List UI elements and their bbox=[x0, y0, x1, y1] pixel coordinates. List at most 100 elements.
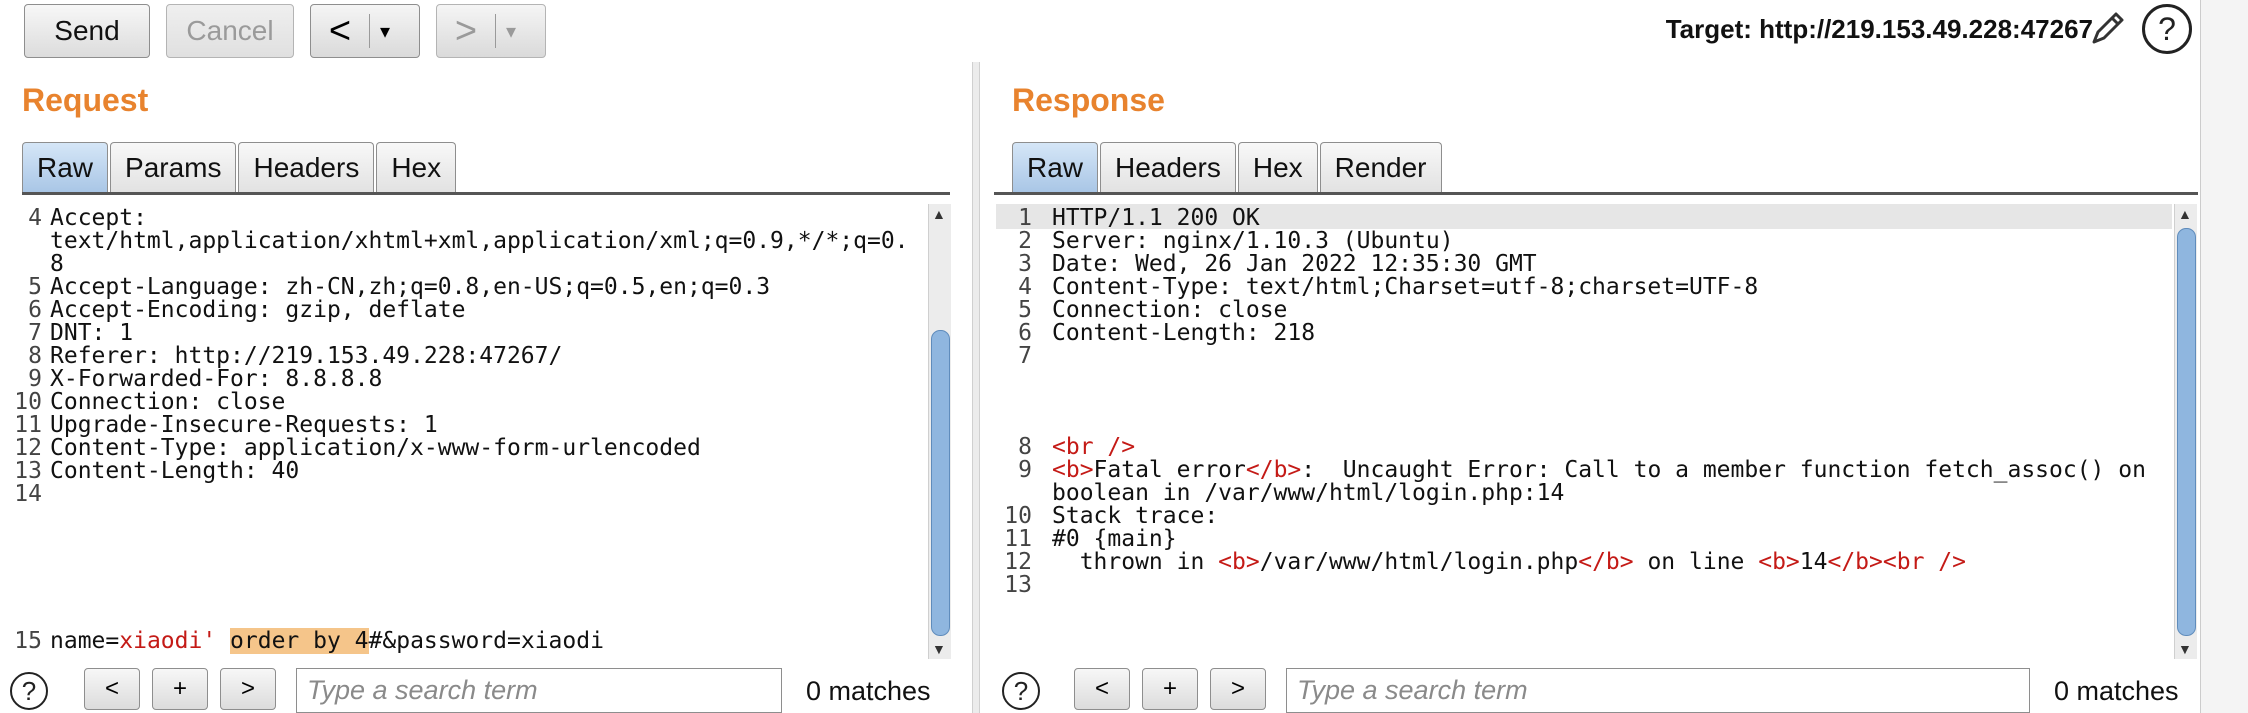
text: Fatal error bbox=[1093, 457, 1246, 483]
tab-params[interactable]: Params bbox=[110, 142, 237, 192]
request-scrollbar[interactable]: ▲ ▼ bbox=[928, 204, 951, 659]
tab-raw[interactable]: Raw bbox=[1012, 142, 1099, 192]
request-help-icon[interactable]: ? bbox=[10, 672, 48, 710]
response-line-10: Stack trace: bbox=[1052, 503, 1219, 529]
response-line: Date: Wed, 26 Jan 2022 12:35:30 GMT bbox=[1052, 251, 1537, 277]
scroll-down-icon[interactable]: ▼ bbox=[2178, 641, 2192, 657]
param-rest: #&password=xiaodi bbox=[368, 628, 604, 654]
response-line-11: #0 {main} bbox=[1052, 526, 1177, 552]
split-pane-divider[interactable] bbox=[972, 62, 980, 713]
request-line: Connection: close bbox=[50, 389, 286, 415]
line-number: 11 bbox=[1004, 526, 1032, 552]
html-tag: <b> bbox=[1218, 549, 1260, 575]
chevron-down-icon[interactable]: ▾ bbox=[379, 20, 391, 43]
chevron-down-icon[interactable]: ▾ bbox=[505, 20, 517, 43]
line-number: 12 bbox=[1004, 549, 1032, 575]
send-button[interactable]: Send bbox=[24, 4, 150, 58]
line-number: 8 bbox=[28, 343, 42, 369]
response-line: Server: nginx/1.10.3 (Ubuntu) bbox=[1052, 228, 1454, 254]
request-line: X-Forwarded-For: 8.8.8.8 bbox=[50, 366, 383, 392]
request-line: Referer: http://219.153.49.228:47267/ bbox=[50, 343, 563, 369]
response-title: Response bbox=[1012, 82, 1165, 118]
tab-render[interactable]: Render bbox=[1319, 142, 1442, 192]
line-number: 4 bbox=[28, 205, 42, 231]
tab-headers[interactable]: Headers bbox=[238, 142, 375, 192]
tab-underline bbox=[994, 192, 2198, 195]
line-number: 5 bbox=[28, 274, 42, 300]
response-search-input[interactable]: Type a search term bbox=[1286, 668, 2030, 713]
response-search-next-button[interactable]: > bbox=[1210, 668, 1266, 710]
forward-history-button[interactable]: > ▾ bbox=[436, 4, 546, 58]
text: on line bbox=[1633, 549, 1759, 575]
current-line-highlight bbox=[996, 204, 2172, 229]
response-line: Connection: close bbox=[1052, 297, 1288, 323]
response-help-icon[interactable]: ? bbox=[1002, 672, 1040, 710]
line-number: 13 bbox=[1004, 572, 1032, 598]
request-line: Upgrade-Insecure-Requests: 1 bbox=[50, 412, 438, 438]
response-line: Content-Length: 218 bbox=[1052, 320, 1316, 346]
help-icon[interactable]: ? bbox=[2142, 4, 2192, 54]
back-arrow-icon: < bbox=[328, 10, 352, 52]
line-number: 6 bbox=[1018, 320, 1032, 346]
response-line-8: <br /> bbox=[1052, 434, 1136, 460]
line-number: 10 bbox=[14, 389, 42, 415]
scroll-thumb[interactable] bbox=[2177, 228, 2196, 636]
tab-headers[interactable]: Headers bbox=[1100, 142, 1236, 192]
request-line: Accept: bbox=[50, 205, 147, 231]
response-line-12: thrown in <b>/var/www/html/login.php</b>… bbox=[1052, 549, 1966, 575]
line-number: 5 bbox=[1018, 297, 1032, 323]
html-tag: <br /> bbox=[1882, 549, 1966, 575]
request-search-add-button[interactable]: + bbox=[152, 668, 208, 710]
line-number: 3 bbox=[1018, 251, 1032, 277]
line-number: 7 bbox=[28, 320, 42, 346]
pencil-icon[interactable] bbox=[2086, 6, 2130, 50]
request-body-line: name=xiaodi' order by 4#&password=xiaodi bbox=[50, 628, 604, 654]
tab-raw[interactable]: Raw bbox=[22, 142, 109, 192]
html-tag: <b> bbox=[1052, 457, 1094, 483]
request-search-next-button[interactable]: > bbox=[220, 668, 276, 710]
html-tag: </b> bbox=[1245, 457, 1302, 483]
response-matches-count: 0 matches bbox=[2054, 676, 2179, 706]
request-line: Accept-Language: zh-CN,zh;q=0.8,en-US;q=… bbox=[50, 274, 771, 300]
line-number: 13 bbox=[14, 458, 42, 484]
scroll-down-icon[interactable]: ▼ bbox=[932, 641, 946, 657]
request-search-prev-button[interactable]: < bbox=[84, 668, 140, 710]
line-number: 6 bbox=[28, 297, 42, 323]
line-number: 15 bbox=[14, 628, 42, 654]
back-history-button[interactable]: < ▾ bbox=[310, 4, 420, 58]
button-separator bbox=[369, 14, 370, 48]
text: 14 bbox=[1799, 549, 1828, 575]
line-number: 7 bbox=[1018, 343, 1032, 369]
text: thrown in bbox=[1052, 549, 1219, 575]
scroll-thumb[interactable] bbox=[931, 330, 950, 636]
tab-hex[interactable]: Hex bbox=[376, 142, 457, 192]
line-number: 10 bbox=[1004, 503, 1032, 529]
response-line-9-wrap: boolean in /var/www/html/login.php:14 bbox=[1052, 480, 1565, 506]
line-number: 8 bbox=[1018, 434, 1032, 460]
forward-arrow-icon: > bbox=[454, 10, 478, 52]
response-search-prev-button[interactable]: < bbox=[1074, 668, 1130, 710]
text: : Uncaught Error: Call to a member funct… bbox=[1301, 457, 2146, 483]
response-search-add-button[interactable]: + bbox=[1142, 668, 1198, 710]
line-number: 4 bbox=[1018, 274, 1032, 300]
param-name: name= bbox=[50, 628, 120, 654]
response-line: Content-Type: text/html;Charset=utf-8;ch… bbox=[1052, 274, 1759, 300]
request-line: Content-Length: 40 bbox=[50, 458, 300, 484]
request-matches-count: 0 matches bbox=[806, 676, 931, 706]
request-line: Content-Type: application/x-www-form-url… bbox=[50, 435, 701, 461]
line-number: 11 bbox=[14, 412, 42, 438]
line-number: 12 bbox=[14, 435, 42, 461]
line-number: 9 bbox=[28, 366, 42, 392]
target-label: Target: http://219.153.49.228:47267 bbox=[1665, 14, 2093, 44]
param-value: xiaodi' bbox=[119, 628, 217, 654]
html-tag: </b> bbox=[1827, 549, 1883, 575]
response-scrollbar[interactable]: ▲ ▼ bbox=[2174, 204, 2197, 659]
tab-hex[interactable]: Hex bbox=[1237, 142, 1318, 192]
scroll-up-icon[interactable]: ▲ bbox=[2178, 206, 2192, 222]
cancel-button[interactable]: Cancel bbox=[166, 4, 294, 58]
html-tag: </b> bbox=[1578, 549, 1634, 575]
scroll-up-icon[interactable]: ▲ bbox=[932, 206, 946, 222]
request-search-input[interactable]: Type a search term bbox=[296, 668, 782, 713]
